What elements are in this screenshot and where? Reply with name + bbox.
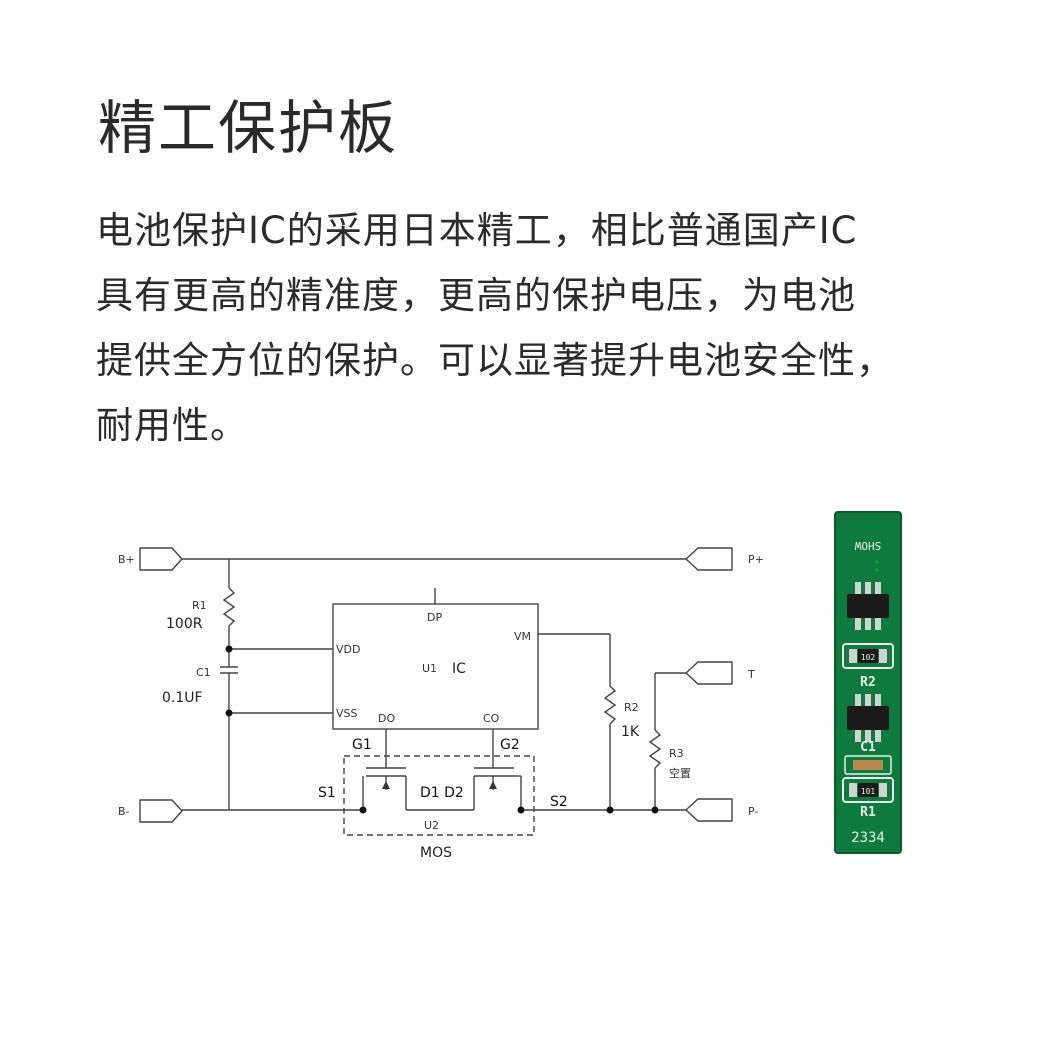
junction-dot xyxy=(651,806,659,814)
r1-resistor xyxy=(222,587,236,627)
label-co: CO xyxy=(483,712,500,725)
r2-resistor xyxy=(603,685,617,725)
label-d1d2: D1 D2 xyxy=(420,785,464,801)
description-line-2: 具有更高的精准度，更高的保护电压，为电池 xyxy=(96,274,856,317)
label-vss: VSS xyxy=(336,707,358,720)
label-r2-value: 1K xyxy=(621,724,640,740)
label-u2: U2 xyxy=(424,819,439,832)
label-s2: S2 xyxy=(550,794,568,810)
label-g2: G2 xyxy=(500,737,520,753)
label-bplus: B+ xyxy=(118,553,135,566)
label-c1-value: 0.1UF xyxy=(162,690,203,706)
junction-dot xyxy=(517,806,525,814)
label-s1: S1 xyxy=(318,785,336,801)
label-mos: MOS xyxy=(420,845,452,861)
terminal-bplus-shape xyxy=(139,547,183,571)
label-do: DO xyxy=(378,712,395,725)
pcb-r2-label: R2 xyxy=(860,675,876,690)
label-pminus: P- xyxy=(748,805,758,818)
terminal-t-shape xyxy=(684,661,733,685)
junction-dot xyxy=(225,709,233,717)
label-dp: DP xyxy=(427,611,442,624)
label-t: T xyxy=(747,668,755,681)
description-line-3: 提供全方位的保护。可以显著提升电池安全性， xyxy=(96,339,894,382)
label-g1: G1 xyxy=(352,737,372,753)
pcb-top-marking: SHOW xyxy=(854,539,881,552)
mosfet1-arrow xyxy=(382,781,390,789)
label-u1: U1 xyxy=(422,662,437,675)
mos-dashed-box xyxy=(343,755,535,836)
label-r2-name: R2 xyxy=(624,701,639,714)
junction-dot xyxy=(225,645,233,653)
pcb-serial: 2334 xyxy=(851,830,885,846)
label-r3-value: 空置 xyxy=(669,766,691,780)
r3-resistor xyxy=(648,729,662,769)
pcb-r1-value: 101 xyxy=(861,787,876,796)
terminal-pminus-shape xyxy=(684,798,733,822)
label-r1-value: 100R xyxy=(166,616,203,632)
pcb-c1-label: C1 xyxy=(860,740,876,755)
pcb-board-image: SHOW 102 R2 C1 101 R1 2334 xyxy=(834,511,902,854)
junction-dot xyxy=(606,806,614,814)
pcb-chip-1 xyxy=(847,582,889,630)
terminal-bminus-shape xyxy=(139,799,183,823)
protection-circuit-schematic: B+ P+ R1 100R C1 0.1UF DP VDD VSS VM U1 … xyxy=(118,547,764,861)
label-c1-name: C1 xyxy=(196,666,211,679)
label-bminus: B- xyxy=(118,805,130,818)
label-r3-name: R3 xyxy=(669,747,684,760)
label-ic: IC xyxy=(452,661,466,677)
label-pplus: P+ xyxy=(748,553,764,566)
label-vdd: VDD xyxy=(336,643,360,656)
terminal-pplus-shape xyxy=(684,547,733,571)
mosfet2-arrow xyxy=(489,781,497,789)
description-line-1: 电池保护IC的采用日本精工，相比普通国产IC xyxy=(96,209,858,252)
pcb-r1-label: R1 xyxy=(860,805,876,820)
label-r1-name: R1 xyxy=(192,599,207,612)
description-line-4: 耐用性。 xyxy=(96,404,248,447)
description: 电池保护IC的采用日本精工，相比普通国产IC 具有更高的精准度，更高的保护电压，… xyxy=(96,198,996,458)
pcb-r2-value: 102 xyxy=(861,653,876,662)
junction-dot xyxy=(359,806,367,814)
label-vm: VM xyxy=(514,630,531,643)
page-title: 精工保护板 xyxy=(98,94,399,162)
pcb-chip-2 xyxy=(847,694,889,742)
